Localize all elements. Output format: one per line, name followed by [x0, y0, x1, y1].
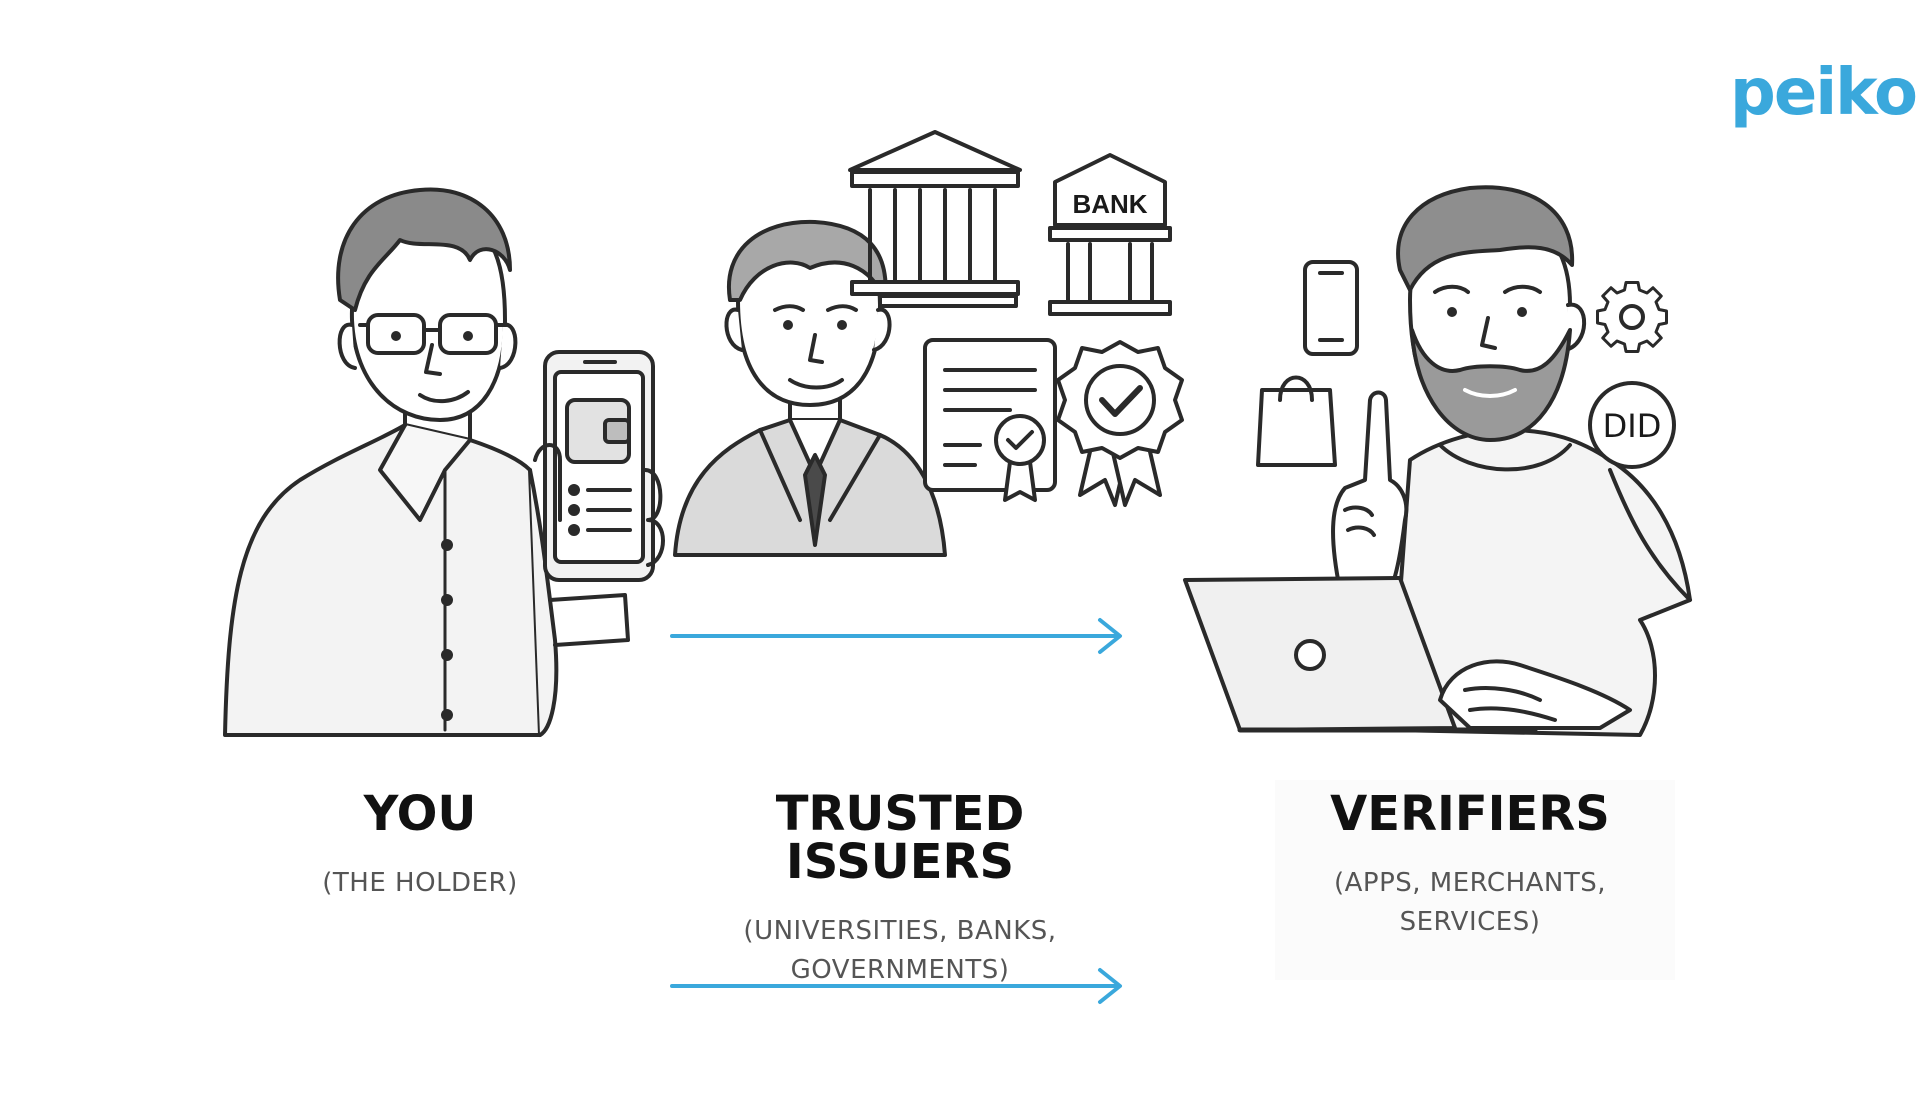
bank-sign: BANK: [1072, 189, 1147, 219]
holder-subtitle: (THE HOLDER): [230, 864, 610, 903]
holder-title: YOU: [363, 786, 477, 842]
verifiers-subtitle-line1: (APPS, MERCHANTS,: [1333, 868, 1607, 898]
certificate-icon: [923, 338, 1057, 502]
issuers-title: TRUSTED ISSUERS: [775, 786, 1025, 890]
verifiers-label: VERIFIERS (APPS, MERCHANTS, SERVICES): [1260, 790, 1680, 942]
verifier-figure: [1331, 185, 1692, 737]
phone-icon: [1303, 260, 1359, 356]
verifiers-subtitle: (APPS, MERCHANTS, SERVICES): [1260, 864, 1680, 942]
issuer-figure: [673, 219, 947, 557]
did-icon: DID: [1588, 381, 1676, 469]
building-icon: [848, 130, 1022, 308]
logo-text: peiko: [1730, 56, 1918, 130]
holder-subtitle-line1: (THE HOLDER): [322, 868, 518, 898]
laptop-icon: [1183, 576, 1632, 733]
award-badge-icon: [1056, 340, 1184, 507]
gear-icon: [1596, 281, 1668, 353]
issuers-subtitle-line1: (UNIVERSITIES, BANKS,: [743, 916, 1057, 946]
holder-figure: [223, 187, 665, 737]
did-badge: DID: [1603, 407, 1662, 445]
brand-logo: peiko: [1730, 56, 1918, 130]
flow-arrow-top: [670, 618, 1122, 654]
shopping-bag-icon: [1256, 375, 1337, 467]
bank-icon: BANK: [1048, 153, 1172, 316]
holder-label: YOU (THE HOLDER): [230, 790, 610, 903]
issuers-subtitle: (UNIVERSITIES, BANKS, GOVERNMENTS): [660, 912, 1140, 990]
issuers-subtitle-line2: GOVERNMENTS): [790, 955, 1010, 985]
verifiers-title: VERIFIERS: [1330, 786, 1610, 842]
verifier-label-background: [1275, 780, 1675, 980]
verifiers-subtitle-line2: SERVICES): [1399, 907, 1541, 937]
issuers-label: TRUSTED ISSUERS (UNIVERSITIES, BANKS, GO…: [660, 790, 1140, 990]
flow-arrow-bottom: [670, 968, 1122, 1004]
